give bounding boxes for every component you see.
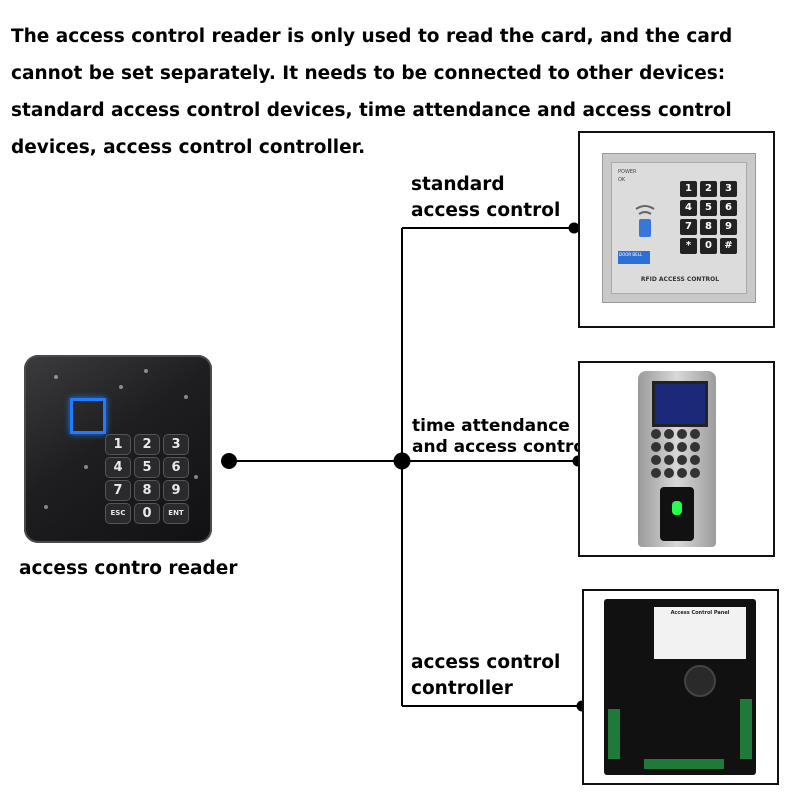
- rfid-wave-icon: [635, 205, 655, 237]
- reader-key: 0: [135, 504, 159, 523]
- rfid-keypad-device-image: POWER OK DOOR BELL 1 2 3 4 5 6 7 8 9 * 0…: [602, 153, 756, 303]
- keypad-key: #: [720, 238, 737, 254]
- led-label: POWER: [618, 169, 637, 175]
- reader-key: ENT: [164, 504, 188, 523]
- endpoint-node-top: [568, 222, 580, 234]
- keypad-key: 2: [700, 181, 717, 197]
- reader-key: 2: [135, 435, 159, 454]
- keypad-key: *: [680, 238, 697, 254]
- reader-key: 8: [135, 481, 159, 500]
- reader-key: 1: [106, 435, 130, 454]
- keypad-key: 9: [720, 219, 737, 235]
- intro-text: The access control reader is only used t…: [11, 26, 733, 158]
- led-label: OK: [618, 177, 626, 183]
- reader-key: 4: [106, 458, 130, 477]
- reader-key: 6: [164, 458, 188, 477]
- standard-access-control-panel: POWER OK DOOR BELL 1 2 3 4 5 6 7 8 9 * 0…: [578, 131, 775, 328]
- reader-key: ESC: [106, 504, 130, 523]
- reader-key: 7: [106, 481, 130, 500]
- keypad-key: 8: [700, 219, 717, 235]
- door-bell-button: DOOR BELL: [618, 251, 650, 264]
- terminal-screen: [652, 381, 708, 427]
- controller-panel-title: Access Control Panel: [670, 610, 730, 616]
- keypad-key: 6: [720, 200, 737, 216]
- reader-keypad: 1 2 3 4 5 6 7 8 9 ESC 0 ENT: [106, 435, 188, 523]
- keypad-key: 0: [700, 238, 717, 254]
- reader-key: 5: [135, 458, 159, 477]
- controller-board-image: Access Control Panel: [604, 599, 756, 775]
- time-attendance-panel: [578, 361, 775, 557]
- card-reader-led-icon: [70, 398, 106, 434]
- controller-buzzer-icon: [684, 665, 716, 697]
- controller-label-sticker: Access Control Panel: [654, 607, 746, 659]
- keypad-key: 7: [680, 219, 697, 235]
- fingerprint-sensor-icon: [660, 487, 694, 541]
- keypad-key: 4: [680, 200, 697, 216]
- keypad-key: 3: [720, 181, 737, 197]
- junction-node: [393, 452, 411, 470]
- keypad-key: 5: [700, 200, 717, 216]
- device-caption: RFID ACCESS CONTROL: [640, 276, 720, 283]
- controller-panel: Access Control Panel: [582, 589, 779, 785]
- reader-label: access contro reader: [19, 558, 238, 579]
- reader-key: 3: [164, 435, 188, 454]
- branch-label-time-attendance: time attendance and access control: [412, 416, 591, 457]
- keypad-key: 1: [680, 181, 697, 197]
- reader-node: [221, 453, 237, 469]
- branch-label-controller: access control controller: [411, 652, 561, 699]
- fingerprint-terminal-image: [638, 371, 716, 547]
- reader-key: 9: [164, 481, 188, 500]
- access-reader-image: 1 2 3 4 5 6 7 8 9 ESC 0 ENT: [24, 355, 212, 543]
- branch-label-standard: standard access control: [411, 174, 561, 221]
